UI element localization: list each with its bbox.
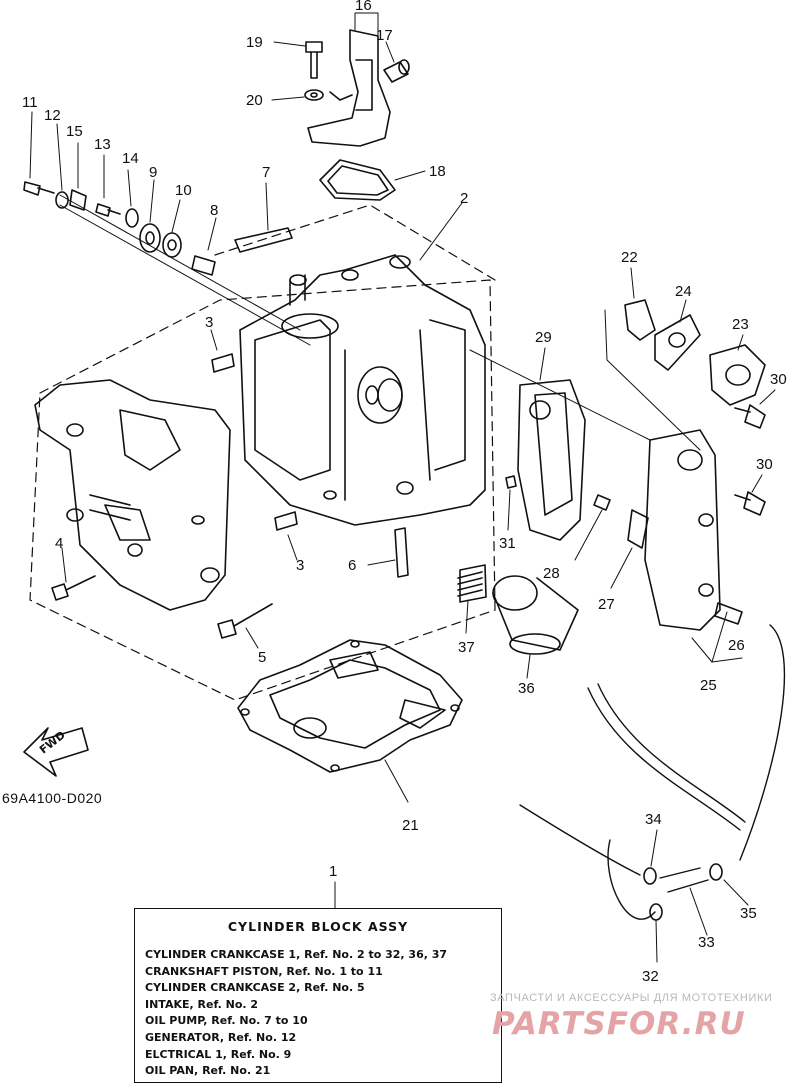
callout-31: 31 (499, 535, 516, 552)
legend-line: CYLINDER CRANKCASE 2, Ref. No. 5 (145, 981, 365, 995)
legend-line: GENERATOR, Ref. No. 12 (145, 1030, 297, 1044)
callout-37: 37 (458, 639, 475, 656)
washer-part-12 (55, 191, 69, 209)
gasket-part-27 (627, 509, 649, 549)
legend-lines: CYLINDER CRANKCASE 1, Ref. No. 2 to 32, … (145, 947, 447, 1080)
clip-part-34 (643, 867, 657, 885)
watermark-brand: PARTSFOR.RU (492, 1006, 746, 1042)
callout-32: 32 (642, 968, 659, 985)
callout-4: 4 (55, 535, 63, 552)
callout-3: 3 (296, 557, 304, 574)
callout-26: 26 (728, 637, 745, 654)
pin-part-31 (505, 475, 517, 489)
legend-title: CYLINDER BLOCK ASSY (227, 919, 409, 934)
bolt-part-5 (217, 603, 273, 639)
shaft-line (59, 194, 311, 346)
legend-line: INTAKE, Ref. No. 2 (145, 997, 259, 1011)
intake-manifold (34, 379, 231, 611)
legend-box: CYLINDER BLOCK ASSY CYLINDER CRANKCASE 1… (134, 908, 502, 1083)
bolt-part-11 (23, 181, 55, 196)
callout-1: 1 (329, 863, 337, 880)
bracket-part-16 (307, 29, 391, 147)
hose-part-7 (234, 227, 293, 253)
forward-arrow-icon (23, 727, 89, 777)
callout-15: 15 (66, 123, 83, 140)
callout-16: 16 (355, 0, 372, 14)
callout-20: 20 (246, 92, 263, 109)
fitting-part-17 (383, 59, 410, 83)
callout-18: 18 (429, 163, 446, 180)
callout-35: 35 (740, 905, 757, 922)
legend-line: OIL PUMP, Ref. No. 7 to 10 (145, 1014, 308, 1028)
pin-part-3-upper (211, 353, 235, 373)
callout-21: 21 (402, 817, 419, 834)
bolt-part-13 (95, 203, 121, 217)
thermostat-part-22 (624, 299, 656, 341)
cover-part-23 (709, 344, 766, 406)
oil-pan-part-21 (237, 639, 463, 773)
cylinder-block-part-2 (239, 254, 486, 526)
leader-lines (29, 12, 776, 963)
callout-13: 13 (94, 136, 111, 153)
callout-5: 5 (258, 649, 266, 666)
fitting-part-26 (714, 602, 743, 625)
gasket-part-18 (319, 159, 396, 201)
callout-11: 11 (22, 94, 38, 111)
figure-code: 69A4100-D020 (2, 790, 103, 806)
legend-line: OIL PAN, Ref. No. 21 (145, 1064, 271, 1078)
callout-14: 14 (122, 150, 139, 167)
pipe-part-6 (394, 527, 409, 578)
clip-part-15 (69, 189, 87, 211)
assembly-dashed-outline (29, 204, 496, 701)
gasket-part-24 (654, 314, 701, 371)
cover-part-25 (644, 429, 721, 631)
callout-10: 10 (175, 182, 192, 199)
callout-29: 29 (535, 329, 552, 346)
oil-filter-part-36 (492, 575, 579, 655)
callout-12: 12 (44, 107, 61, 124)
spring-part-37 (457, 564, 487, 603)
washer-part-14 (125, 208, 139, 228)
callout-22: 22 (621, 249, 638, 266)
callout-33: 33 (698, 934, 715, 951)
clip-part-32 (649, 903, 663, 921)
bolt-part-30-b (734, 491, 766, 516)
bolt-part-4 (51, 575, 96, 601)
callout-9: 9 (149, 164, 157, 181)
callout-19: 19 (246, 34, 263, 51)
callout-2: 2 (460, 190, 468, 207)
legend-line: CRANKSHAFT PISTON, Ref. No. 1 to 11 (145, 964, 383, 978)
callout-6: 6 (348, 557, 356, 574)
legend-line: CYLINDER CRANKCASE 1, Ref. No. 2 to 32, … (145, 948, 448, 961)
bolt-part-30-a (734, 404, 766, 429)
callout-7: 7 (262, 164, 270, 181)
callout-8: 8 (210, 202, 218, 219)
callout-17: 17 (376, 27, 393, 44)
pin-part-8 (191, 255, 216, 276)
callout-34: 34 (645, 811, 662, 828)
washer-part-20 (304, 89, 324, 101)
bolt-part-28 (593, 494, 611, 511)
callout-3: 3 (205, 314, 213, 331)
callout-25: 25 (700, 677, 717, 694)
callout-36: 36 (518, 680, 535, 697)
legend-line: ELCTRICAL 1, Ref. No. 9 (145, 1047, 292, 1061)
gasket-part-29 (517, 379, 586, 541)
callout-27: 27 (598, 596, 615, 613)
callout-24: 24 (675, 283, 692, 300)
watermark-tagline: ЗАПЧАСТИ И АКСЕССУАРЫ ДЛЯ МОТОТЕХНИКИ (490, 992, 773, 1004)
seal-part-10 (162, 232, 182, 258)
pin-part-3-lower (274, 511, 298, 531)
callout-30: 30 (756, 456, 773, 473)
bolt-part-19 (305, 41, 323, 79)
hose-route (519, 624, 786, 920)
callout-30: 30 (770, 371, 787, 388)
callout-23: 23 (732, 316, 749, 333)
clip-part-35 (709, 863, 723, 881)
callout-28: 28 (543, 565, 560, 582)
seal-part-9 (139, 223, 161, 253)
